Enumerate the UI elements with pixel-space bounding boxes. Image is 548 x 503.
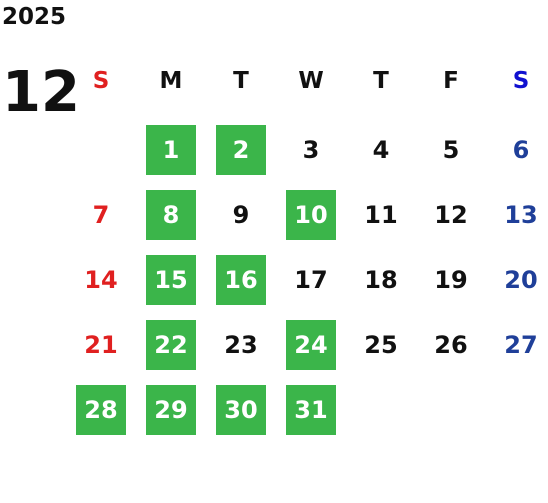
day-cell-2[interactable]: 2 <box>216 125 266 175</box>
weekday-header-tue: T <box>233 68 249 94</box>
weekday-header-thu: T <box>373 68 389 94</box>
weekday-header-fri: F <box>443 68 459 94</box>
year-label: 2025 <box>2 4 67 30</box>
day-cell-22[interactable]: 22 <box>146 320 196 370</box>
day-cell-26[interactable]: 26 <box>434 331 468 359</box>
day-cell-28[interactable]: 28 <box>76 385 126 435</box>
day-cell-1[interactable]: 1 <box>146 125 196 175</box>
day-cell-17[interactable]: 17 <box>294 266 328 294</box>
day-cell-4[interactable]: 4 <box>372 136 390 164</box>
day-cell-29[interactable]: 29 <box>146 385 196 435</box>
day-cell-11[interactable]: 11 <box>364 201 398 229</box>
day-cell-27[interactable]: 27 <box>504 331 538 359</box>
day-cell-9[interactable]: 9 <box>232 201 250 229</box>
weekday-header-sun: S <box>92 68 110 94</box>
day-cell-30[interactable]: 30 <box>216 385 266 435</box>
weekday-header-mon: M <box>159 68 183 94</box>
day-cell-19[interactable]: 19 <box>434 266 468 294</box>
day-cell-3[interactable]: 3 <box>302 136 320 164</box>
day-cell-21[interactable]: 21 <box>84 331 118 359</box>
day-cell-15[interactable]: 15 <box>146 255 196 305</box>
day-cell-8[interactable]: 8 <box>146 190 196 240</box>
day-cell-12[interactable]: 12 <box>434 201 468 229</box>
day-cell-18[interactable]: 18 <box>364 266 398 294</box>
day-cell-6[interactable]: 6 <box>512 136 530 164</box>
day-cell-16[interactable]: 16 <box>216 255 266 305</box>
day-cell-20[interactable]: 20 <box>504 266 538 294</box>
day-cell-10[interactable]: 10 <box>286 190 336 240</box>
day-cell-5[interactable]: 5 <box>442 136 460 164</box>
day-cell-23[interactable]: 23 <box>224 331 258 359</box>
day-cell-25[interactable]: 25 <box>364 331 398 359</box>
day-cell-13[interactable]: 13 <box>504 201 538 229</box>
day-cell-14[interactable]: 14 <box>84 266 118 294</box>
weekday-header-wed: W <box>298 68 324 94</box>
day-cell-7[interactable]: 7 <box>92 201 110 229</box>
weekday-header-sat: S <box>512 68 530 94</box>
month-label: 12 <box>2 60 80 125</box>
day-cell-31[interactable]: 31 <box>286 385 336 435</box>
day-cell-24[interactable]: 24 <box>286 320 336 370</box>
